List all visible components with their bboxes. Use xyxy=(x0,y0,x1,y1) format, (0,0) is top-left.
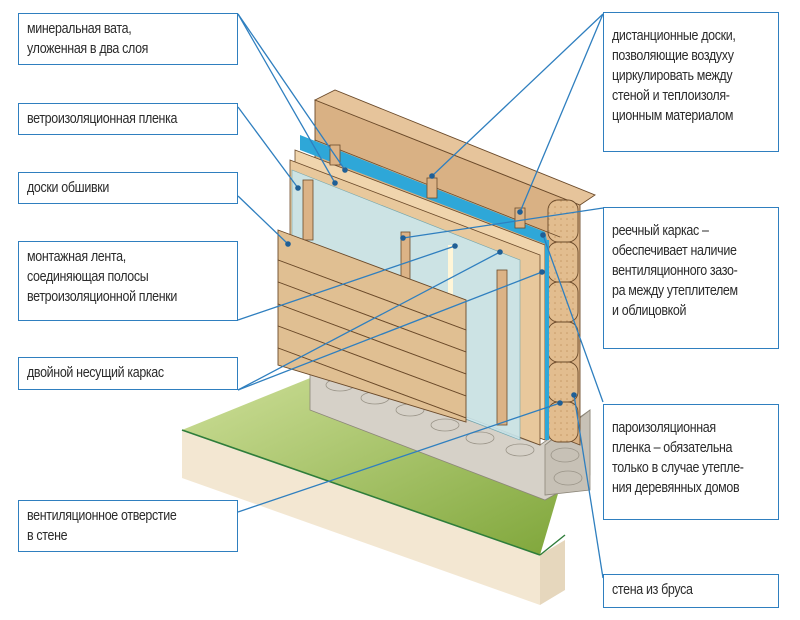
label-line: двойной несущий каркас xyxy=(27,365,164,381)
label-line: ра между утеплителем xyxy=(612,283,738,299)
label-wind-barrier-film: ветроизоляционная пленка xyxy=(18,103,238,135)
label-line: минеральная вата, xyxy=(27,21,132,37)
label-timber-wall: стена из бруса xyxy=(603,574,779,608)
label-line: монтажная лента, xyxy=(27,249,126,265)
label-double-load-frame: двойной несущий каркас xyxy=(18,357,238,390)
label-line: стеной и теплоизоля- xyxy=(612,88,730,104)
label-line: реечный каркас – xyxy=(612,223,709,239)
label-mounting-tape: монтажная лента, соединяющая полосы ветр… xyxy=(18,241,238,321)
label-cladding-boards: доски обшивки xyxy=(18,172,238,204)
label-line: ветроизоляционной пленки xyxy=(27,289,178,305)
label-mineral-wool: минеральная вата, уложенная в два слоя xyxy=(18,13,238,65)
label-line: ния деревянных домов xyxy=(612,480,740,496)
label-line: циркулировать между xyxy=(612,68,733,84)
cladding-boards xyxy=(277,229,467,423)
ground-slab xyxy=(181,370,566,605)
label-ventilation-hole: вентиляционное отверстие в стене xyxy=(18,500,238,552)
label-line: уложенная в два слоя xyxy=(27,41,149,57)
label-line: вентиляционного зазо- xyxy=(612,263,738,279)
leader-dots xyxy=(285,167,577,406)
label-line: стена из бруса xyxy=(612,582,693,598)
label-line: доски обшивки xyxy=(27,180,109,196)
label-line: позволяющие воздуху xyxy=(612,48,734,64)
label-line: ветроизоляционная пленка xyxy=(27,111,178,127)
label-line: вентиляционное отверстие xyxy=(27,508,177,524)
label-line: в стене xyxy=(27,528,68,544)
leader-lines xyxy=(237,13,604,579)
label-line: дистанционные доски, xyxy=(612,28,736,44)
label-spacer-boards: дистанционные доски, позволяющие воздуху… xyxy=(603,12,779,152)
label-line: и облицовкой xyxy=(612,303,687,319)
label-line: обеспечивает наличие xyxy=(612,243,737,259)
label-line: пароизоляционная xyxy=(612,420,716,436)
label-line: ционным материалом xyxy=(612,108,734,124)
label-line: пленка – обязательна xyxy=(612,440,733,456)
label-line: только в случае утепле- xyxy=(612,460,744,476)
label-vapor-barrier-film: пароизоляционная пленка – обязательна то… xyxy=(603,404,779,520)
label-line: соединяющая полосы xyxy=(27,269,149,285)
label-batten-frame: реечный каркас – обеспечивает наличие ве… xyxy=(603,207,779,349)
